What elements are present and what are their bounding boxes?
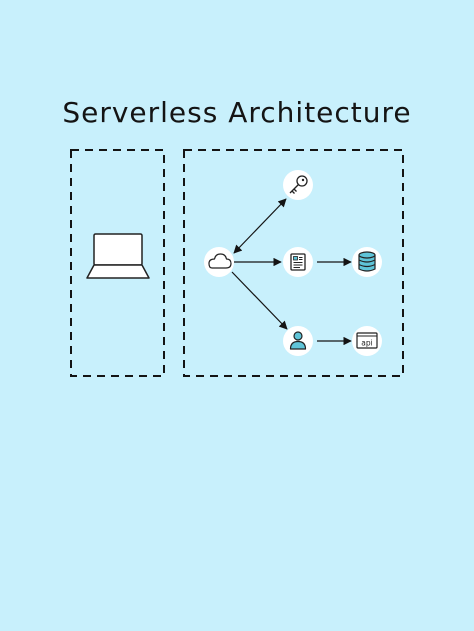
user-icon <box>289 331 307 350</box>
client-boundary <box>70 149 165 377</box>
api-node: api <box>352 326 382 356</box>
auth-node <box>283 170 313 200</box>
connectors <box>231 198 352 346</box>
gateway-node <box>204 247 234 277</box>
cloud-boundary <box>183 149 404 377</box>
laptop-icon <box>86 233 150 279</box>
api-label: api <box>361 339 372 348</box>
database-icon <box>358 251 376 272</box>
function-node <box>283 247 313 277</box>
key-icon <box>289 175 308 194</box>
document-icon <box>290 253 306 271</box>
user-node <box>283 326 313 356</box>
cloud-icon <box>208 253 232 269</box>
diagram-title: Serverless Architecture <box>62 96 412 129</box>
api-icon: api <box>356 332 378 349</box>
database-node <box>352 247 382 277</box>
connector-cloud-key <box>233 198 287 254</box>
connector-cloud-user <box>231 271 288 330</box>
